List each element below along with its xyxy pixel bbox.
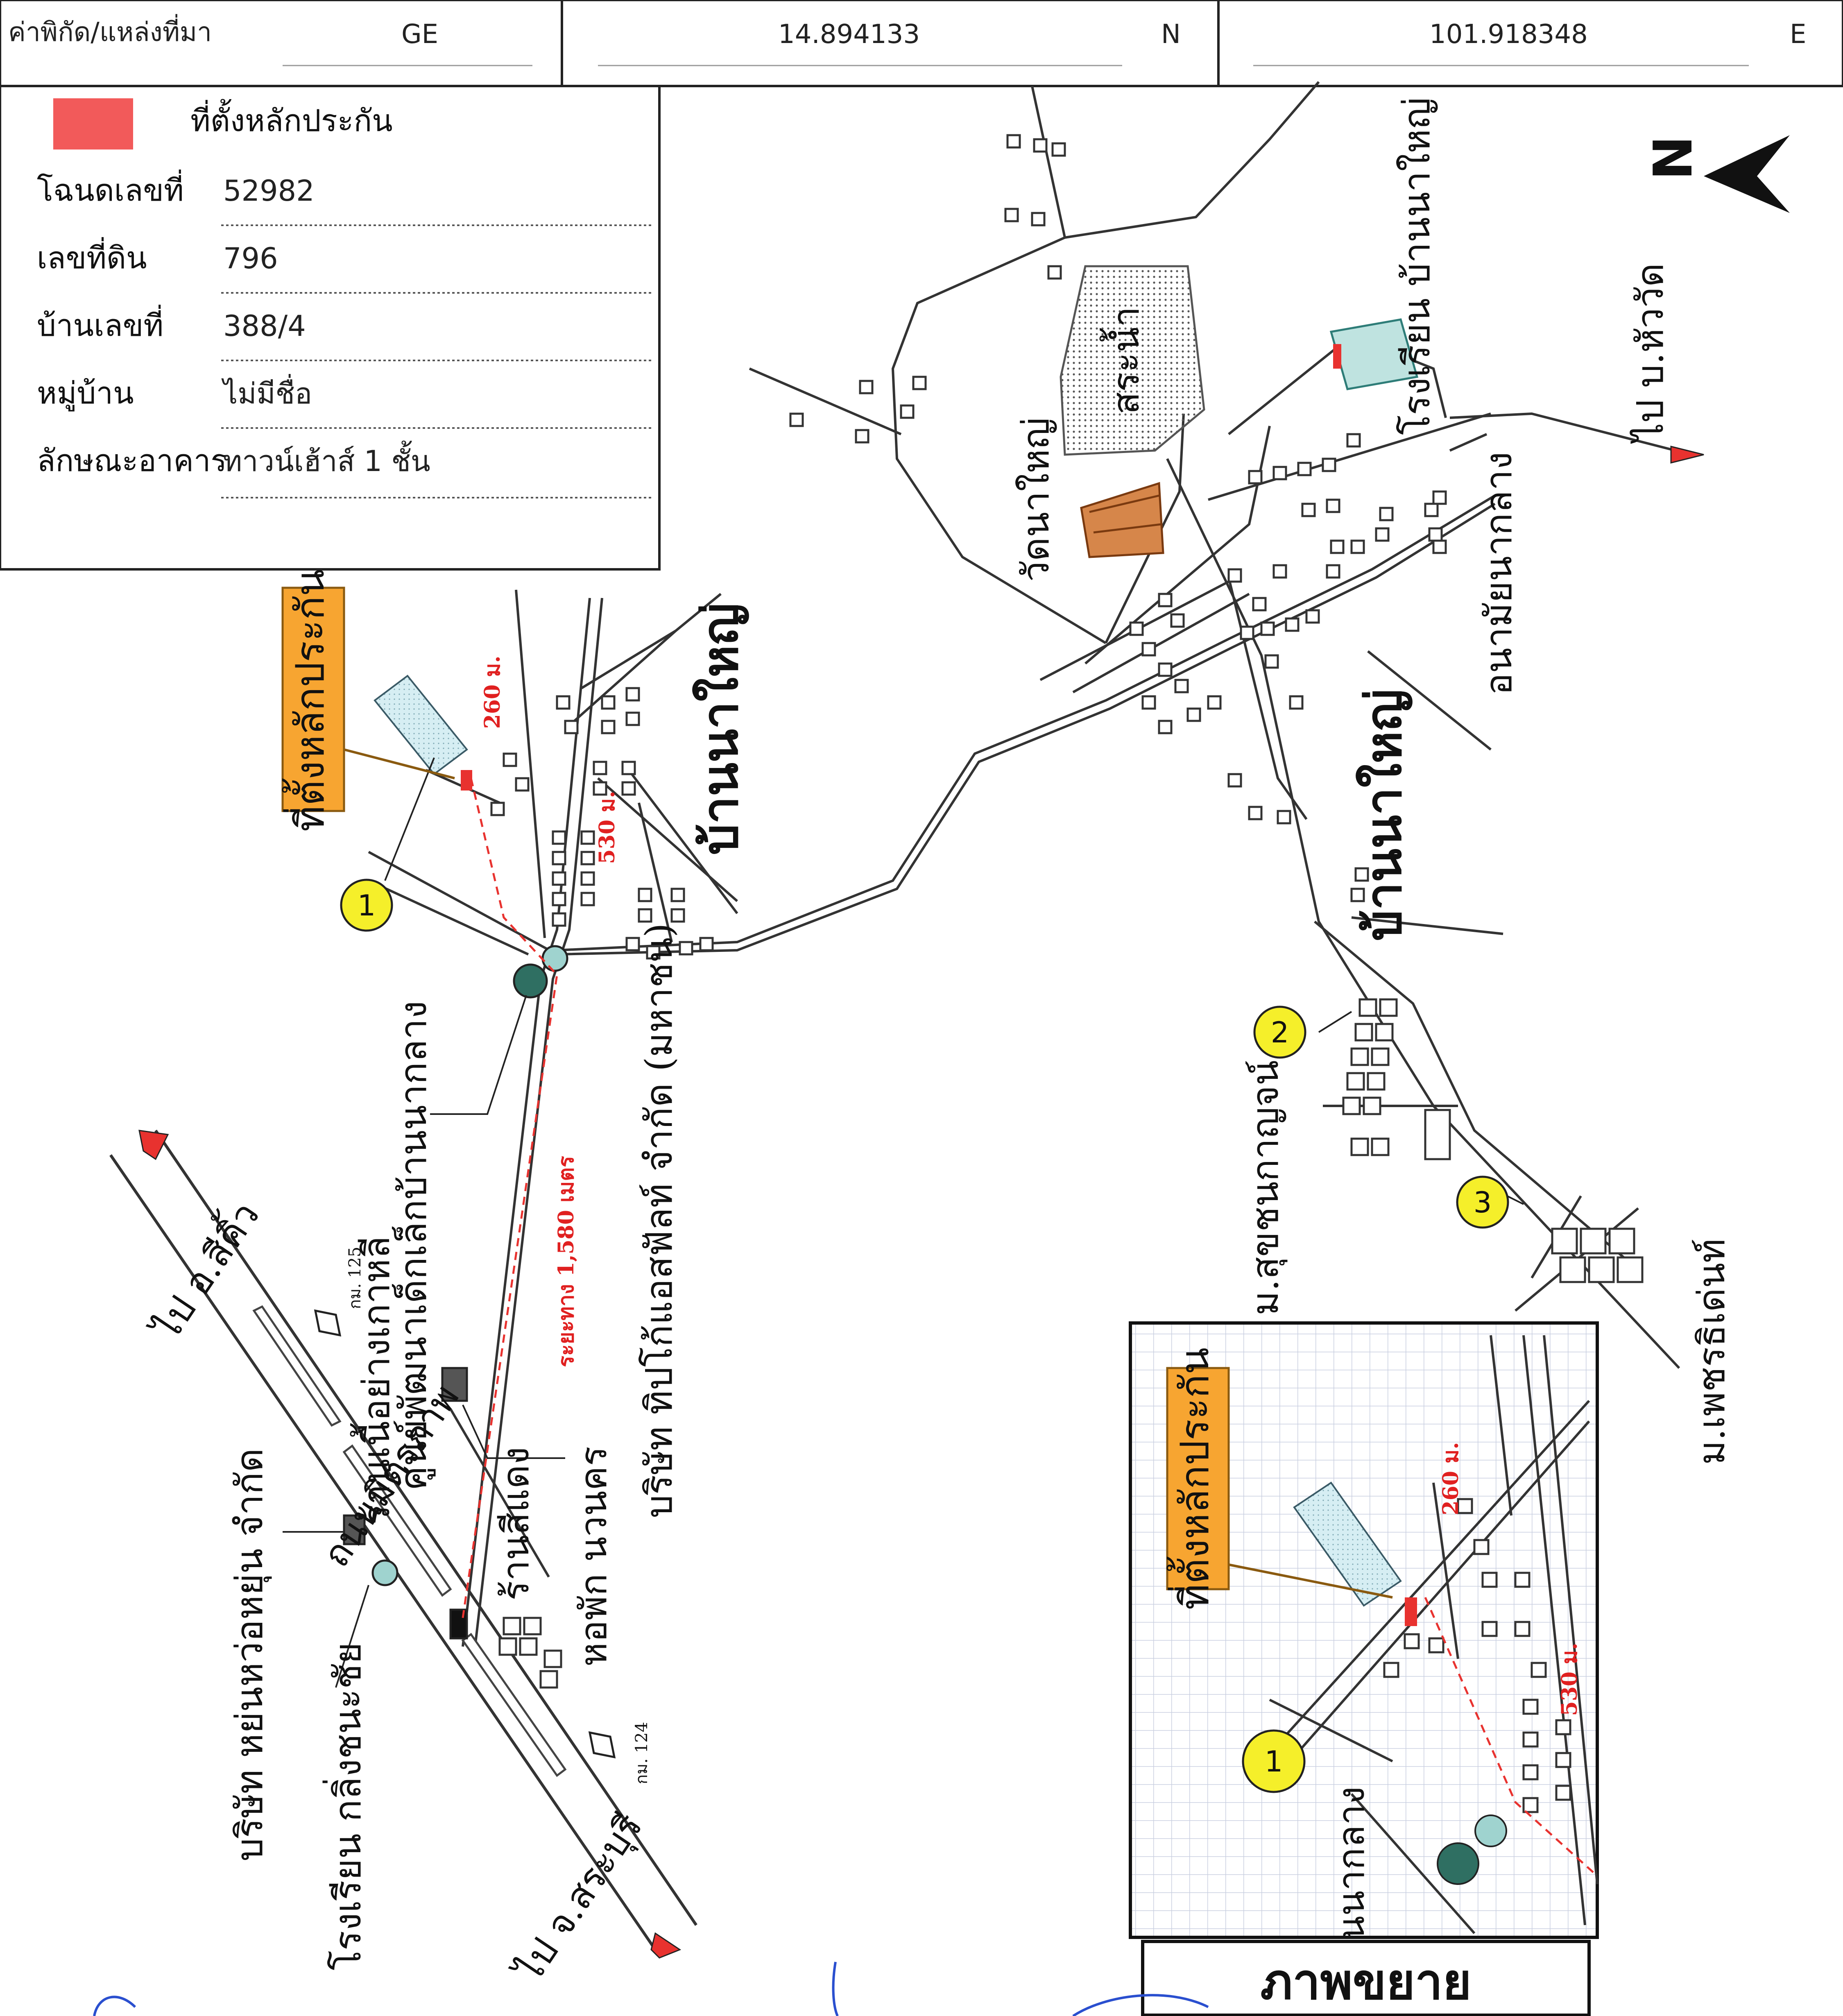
label-dist-260: 260 ม. xyxy=(480,655,505,729)
inset-marker: 1 xyxy=(1265,1745,1283,1778)
inset-map: ที่ตั้งหลักประกัน 1 260 ม. 530 ม. นนากลา… xyxy=(1129,1321,1599,1941)
label-village-2: ม.สุขชนกาญจน์ xyxy=(1244,1060,1288,1316)
label-to-hua-wat: ไป บ.หัววัด xyxy=(1629,263,1672,444)
label-ban-na-yai-1: บ้านนาใหญ่ xyxy=(691,603,749,855)
longitude-value: 101.918348 xyxy=(1429,19,1588,50)
legend-label-village: หมู่บ้าน xyxy=(37,376,134,412)
inset-title: ภาพขยาย xyxy=(1141,1940,1591,2016)
label-ban-na-yai-2: บ้านนาใหญ่ xyxy=(1355,689,1413,941)
collateral-swatch-label: ที่ตั้งหลักประกัน xyxy=(190,99,393,138)
label-dist-530: 530 ม. xyxy=(595,791,620,864)
label-health-station: อนามัยนากลาง xyxy=(1477,452,1520,695)
legend-value-land-no: 796 xyxy=(223,242,278,275)
label-wat-na-yai: วัดนาใหญ่ xyxy=(1014,417,1057,582)
collateral-marker xyxy=(461,770,472,791)
label-company-yongwah: บริษัท หย่นหว่อหยุ่น จำกัด xyxy=(228,1448,272,1862)
svg-text:1: 1 xyxy=(358,889,376,922)
coordinate-header: ค่าพิกัด/แหล่งที่มา GE 14.894133 N 101.9… xyxy=(0,0,1843,87)
label-company-tipco: บริษัท ทิปโก้แอสฟัลท์ จำกัด (มหาชน) xyxy=(638,923,681,1518)
legend-box: ที่ตั้งหลักประกัน โฉนดเลขที่ 52982 เลขที… xyxy=(0,85,661,571)
label-noodle-shop: ร้านเนื้อย่างเกาหลี xyxy=(350,1236,398,1524)
svg-text:2: 2 xyxy=(1271,1016,1289,1049)
legend-label-deed: โฉนดเลขที่ xyxy=(37,169,184,208)
inset-dist-530: 530 ม. xyxy=(1557,1642,1582,1716)
svg-text:3: 3 xyxy=(1474,1186,1492,1219)
km-post-icons xyxy=(314,1309,616,1759)
legend-value-house-no: 388/4 xyxy=(223,309,306,343)
houses xyxy=(490,134,1644,1689)
label-dorm: หอพัก นวนคร xyxy=(572,1446,615,1667)
temple-icon xyxy=(1080,482,1164,558)
inset-collateral-plot xyxy=(1293,1481,1402,1607)
leader-lines xyxy=(283,757,1524,1688)
collateral-swatch xyxy=(53,98,133,150)
latitude-value: 14.894133 xyxy=(778,19,920,50)
pond-area xyxy=(1060,265,1205,456)
coordinate-label: ค่าพิกัด/แหล่งที่มา xyxy=(8,14,212,48)
legend-label-house-no: บ้านเลขที่ xyxy=(37,304,163,343)
svg-text:ที่ตั้งหลักประกัน: ที่ตั้งหลักประกัน xyxy=(282,569,333,832)
label-school-klang: โรงเรียน กลิ่งชนะชัย xyxy=(322,1642,369,1971)
svg-text:N: N xyxy=(1642,136,1704,180)
label-red-shop: ร้านสีแดง xyxy=(494,1447,537,1601)
collateral-plot xyxy=(374,675,468,775)
legend-value-deed: 52982 xyxy=(223,174,315,208)
north-arrow-icon: N xyxy=(1642,135,1790,213)
highway-median xyxy=(252,1305,567,1777)
label-dist-1580: ระยะทาง 1,580 เมตร xyxy=(554,1156,579,1367)
legend-label-building: ลักษณะอาคาร xyxy=(37,443,227,478)
longitude-direction: E xyxy=(1790,19,1806,50)
label-to-khorat: ไป อ.สีคิ้ว xyxy=(140,1192,268,1350)
label-village-3: ม.เพชรธิเด่นท์ xyxy=(1690,1239,1733,1465)
legend-value-building: ทาวน์เฮ้าส์ 1 ชั้น xyxy=(223,440,430,478)
label-school-na-yai: โรงเรียน บ้านนาใหญ่ xyxy=(1395,97,1438,435)
label-km-124: กม. 124 xyxy=(632,1722,651,1784)
distance-lines xyxy=(462,778,558,1618)
direction-arrows xyxy=(138,446,1704,1959)
coordinate-source: GE xyxy=(401,19,438,50)
school-icon xyxy=(1329,318,1419,390)
legend-value-village: ไม่มีชื่อ xyxy=(221,374,312,410)
legend-label-land-no: เลขที่ดิน xyxy=(37,237,147,276)
label-pond: สระน้ำ xyxy=(1100,306,1148,415)
label-child-center: ศูนย์พัฒนาเด็กเล็กบ้านนากลาง xyxy=(391,1001,436,1490)
collateral-callout: ที่ตั้งหลักประกัน xyxy=(281,569,455,832)
building-icons xyxy=(343,945,568,1640)
label-to-khon-kaen: ไป จ.สระบุรี xyxy=(507,1806,652,1992)
signature-mark xyxy=(93,1962,1209,2016)
inset-dist-260: 260 ม. xyxy=(1438,1442,1463,1515)
marker-2: 2 xyxy=(1253,1006,1306,1059)
marker-1: 1 xyxy=(340,879,393,932)
svg-text:ภาพขยาย: ภาพขยาย xyxy=(1260,1953,1472,2011)
marker-3: 3 xyxy=(1456,1176,1509,1229)
inset-callout: ที่ตั้งหลักประกัน xyxy=(1166,1348,1218,1610)
latitude-direction: N xyxy=(1161,19,1181,50)
label-km-125: กม. 125 xyxy=(346,1247,365,1309)
inset-fragment: นนากลาง xyxy=(1330,1786,1373,1941)
